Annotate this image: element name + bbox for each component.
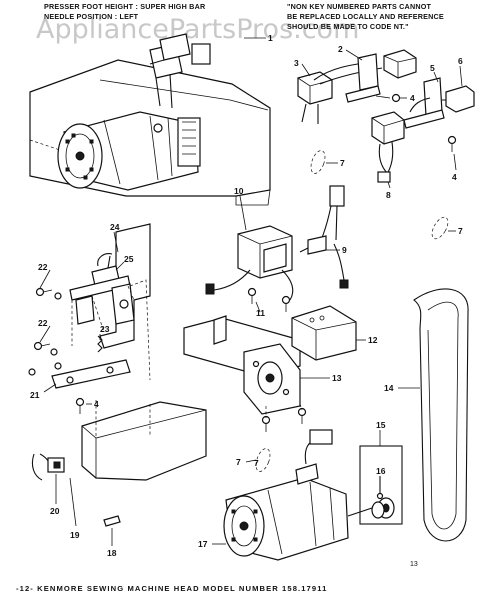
callout-4b: 4	[452, 172, 457, 182]
callout-4a: 4	[410, 93, 415, 103]
callout-25: 25	[124, 254, 134, 264]
drive-belt	[413, 288, 469, 542]
callout-20: 20	[50, 506, 60, 516]
callout-16: 16	[376, 466, 386, 476]
header-right-line-1: "NON KEY NUMBERED PARTS CANNOT	[287, 2, 432, 11]
wire-tie-loops	[255, 150, 449, 472]
footer-caption: -12- KENMORE SEWING MACHINE HEAD MODEL N…	[16, 584, 327, 593]
header-left-line-1: PRESSER FOOT HEIGHT : SUPER HIGH BAR	[44, 2, 206, 11]
callout-7c: 7	[236, 457, 241, 467]
callout-18: 18	[107, 548, 117, 558]
motor-mount-bracket	[183, 305, 357, 432]
callout-12: 12	[368, 335, 378, 345]
callout-9: 9	[342, 245, 347, 255]
callout-7a: 7	[340, 158, 345, 168]
callout-5: 5	[430, 63, 435, 73]
header-right-line-3: SHOULD BE MADE TO CODE NT."	[287, 22, 409, 31]
left-bracket-assembly	[28, 223, 207, 527]
callout-13: 13	[332, 373, 342, 383]
callout-1: 1	[268, 33, 273, 43]
callout-17: 17	[198, 539, 208, 549]
callout-21: 21	[30, 390, 40, 400]
callout-10: 10	[234, 186, 244, 196]
callout-14: 14	[384, 383, 394, 393]
callout-15: 15	[376, 420, 386, 430]
pulley-inset	[359, 445, 403, 525]
callout-22a: 22	[38, 262, 48, 272]
motor-assembly-upper	[57, 111, 201, 191]
callout-7b: 7	[458, 226, 463, 236]
callout-4c: 4	[94, 399, 99, 409]
callout-19: 19	[70, 530, 80, 540]
switch-assembly-top-right	[297, 49, 475, 183]
callout-11: 11	[256, 308, 265, 318]
motor-assembly-lower	[223, 429, 373, 561]
callout-2: 2	[338, 44, 343, 54]
callout-22b: 22	[38, 318, 48, 328]
watermark: AppliancePartsPros.com	[36, 14, 359, 45]
transformer-assembly	[205, 185, 349, 312]
upper-switch-bracket	[149, 33, 211, 133]
callout-24: 24	[110, 222, 120, 232]
corner-mark: 13	[410, 561, 418, 568]
callout-6: 6	[458, 56, 463, 66]
callout-23: 23	[100, 324, 110, 334]
header-left-line-2: NEEDLE POSITION : LEFT	[44, 12, 139, 21]
callout-numbers: 1 2 3 4 5 6 7 8 4 7 10 9 7 24 25 22 22 2…	[30, 33, 463, 558]
callout-3: 3	[294, 58, 299, 68]
header-right-line-2: BE REPLACED LOCALLY AND REFERENCE	[287, 12, 444, 21]
leader-lines	[39, 37, 463, 546]
callout-8: 8	[386, 190, 391, 200]
callout-7d: 7	[254, 458, 259, 468]
